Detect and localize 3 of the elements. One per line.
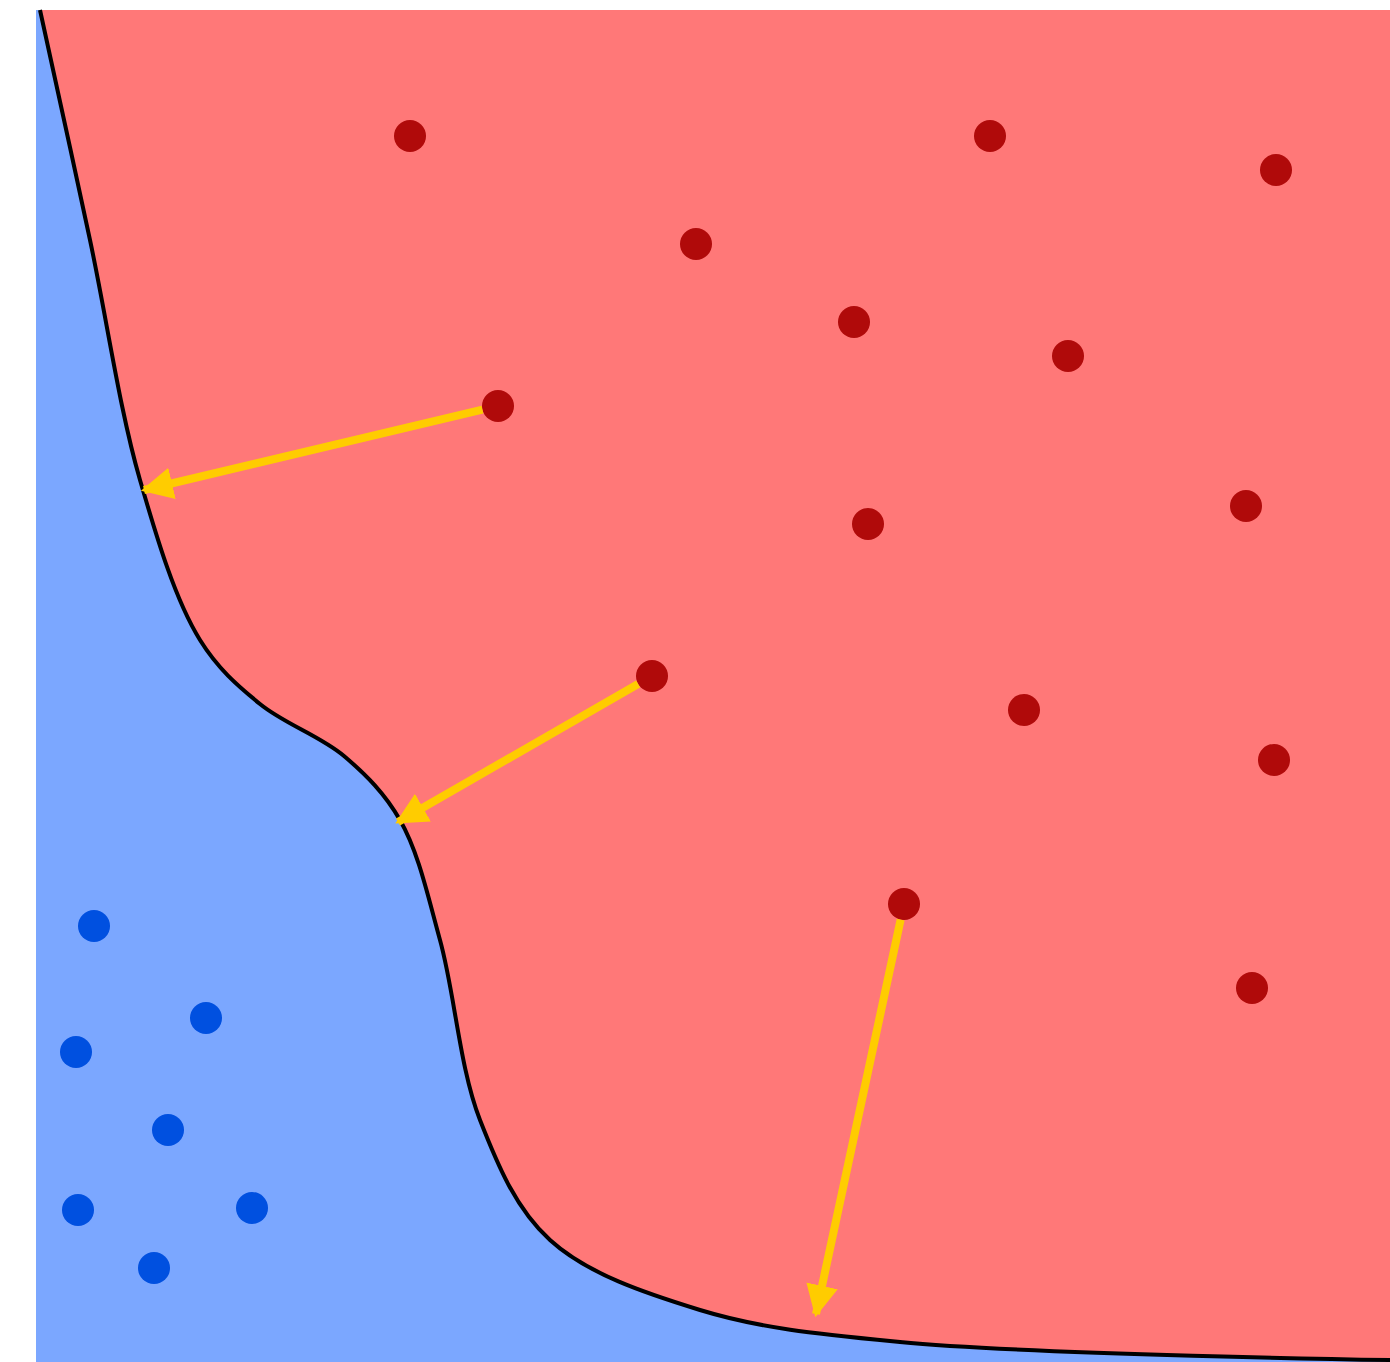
arrow — [140, 405, 484, 499]
arrow — [806, 918, 905, 1318]
arrow — [395, 680, 641, 826]
